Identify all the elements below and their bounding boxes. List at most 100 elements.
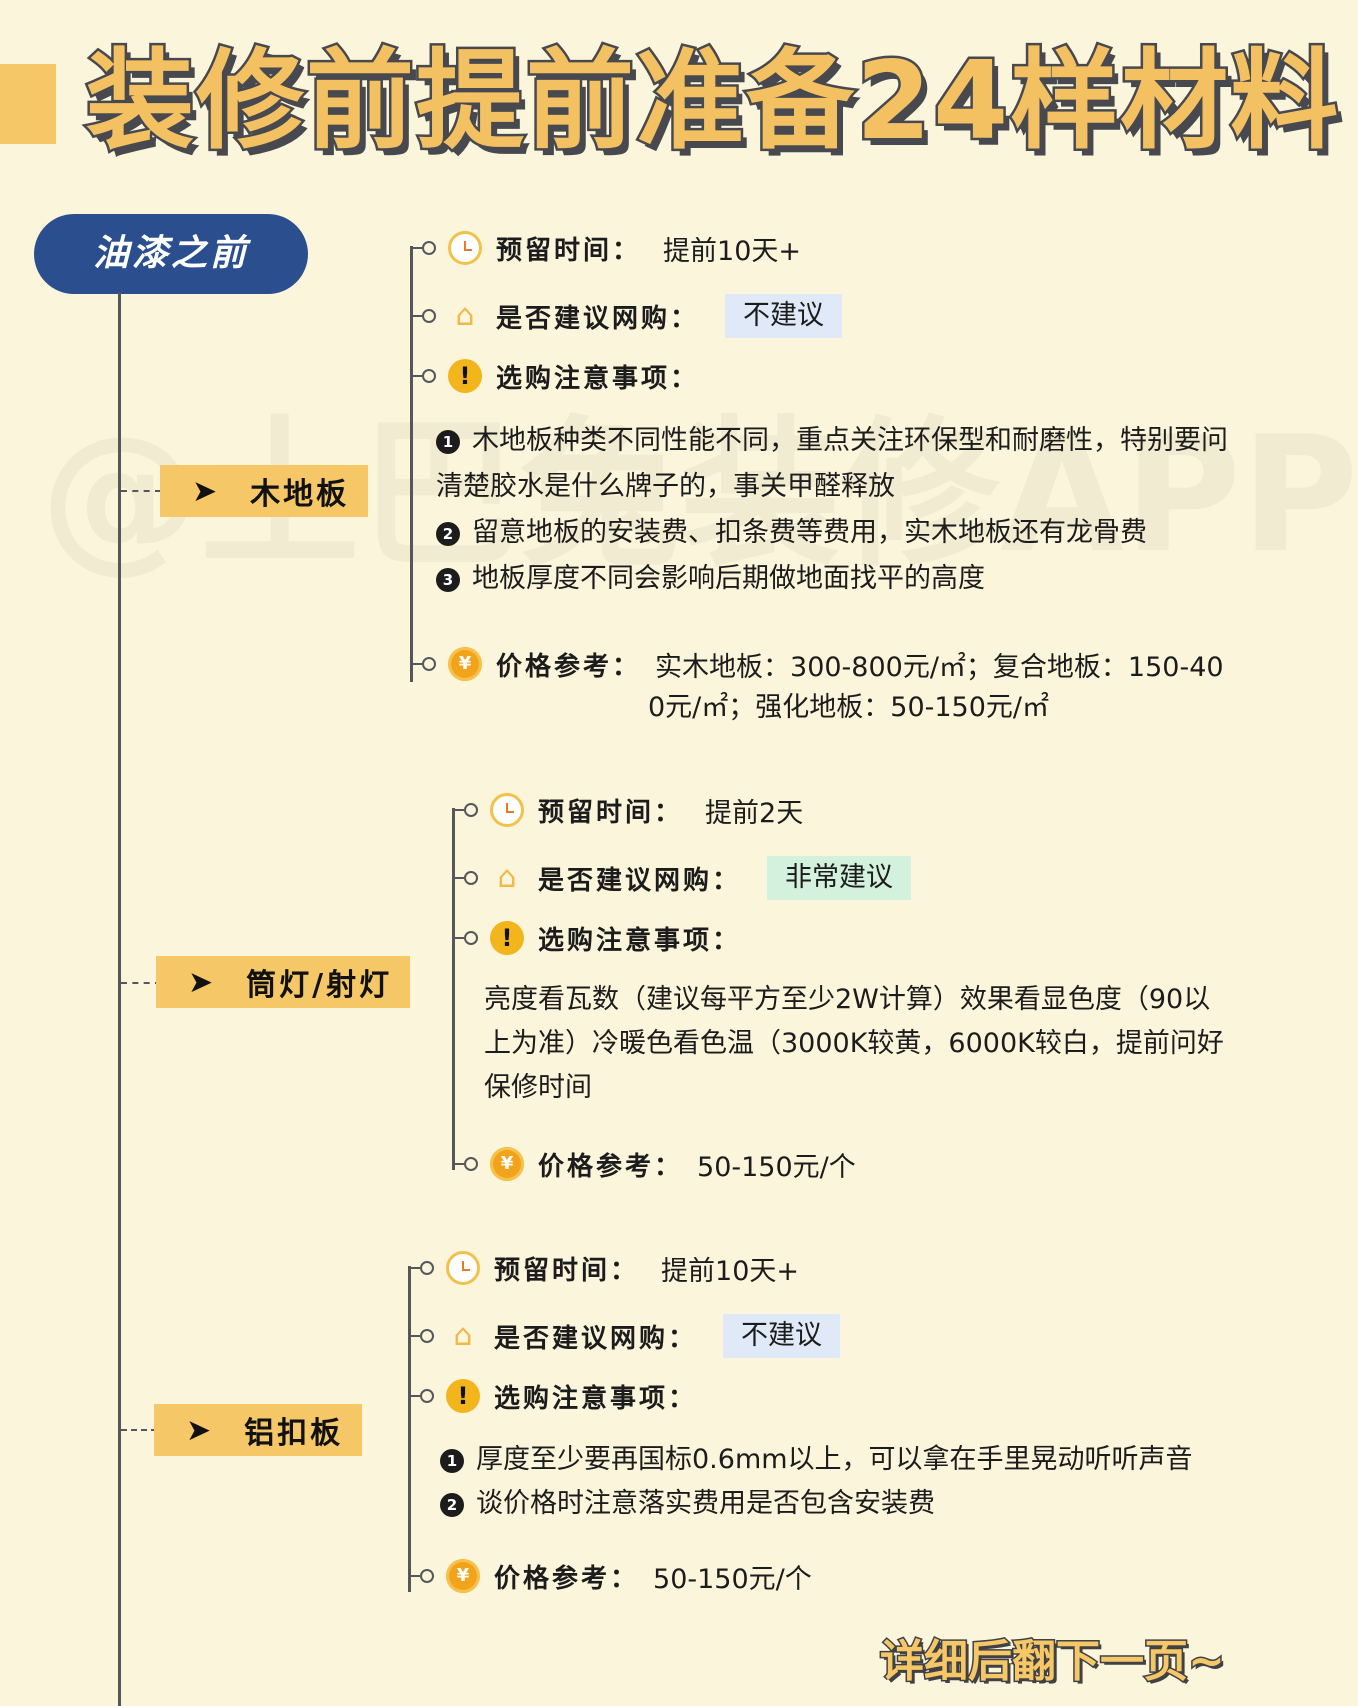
row-dot [420, 1261, 434, 1275]
item-label-downlight: ➤ 筒灯/射灯 [156, 956, 410, 1008]
row-tick [452, 877, 464, 879]
note-item: 1 厚度至少要再国标0.6mm以上，可以拿在手里晃动听听声音 [440, 1438, 1240, 1482]
numeral-badge: 1 [436, 430, 460, 454]
row-reserve: 预留时间： 提前2天 [452, 790, 803, 830]
timeline-spine [118, 292, 121, 1706]
exclamation-icon: ! [448, 359, 482, 393]
row-dot [464, 1157, 478, 1171]
yuan-coin-icon: ¥ [490, 1147, 524, 1181]
note-text: 地板厚度不同会影响后期做地面找平的高度 [472, 563, 985, 594]
price-label: 价格参考： [494, 1563, 640, 1594]
row-dot [422, 309, 436, 323]
shopping-basket-icon: ⌂ [453, 1318, 473, 1353]
connector-dashed [121, 490, 161, 492]
online-badge: 不建议 [723, 1314, 841, 1358]
online-label: 是否建议网购： [494, 1323, 698, 1354]
row-notes: ! 选购注意事项： [410, 356, 699, 396]
connector-dashed [121, 982, 161, 984]
alarm-clock-icon [446, 1251, 480, 1285]
row-dot [420, 1569, 434, 1583]
row-dot [420, 1329, 434, 1343]
reserve-label: 预留时间： [496, 235, 642, 266]
row-dot [420, 1389, 434, 1403]
row-online: ⌂ 是否建议网购： 不建议 [410, 294, 843, 338]
reserve-value: 提前10天+ [663, 235, 801, 267]
item-label-wood-floor: ➤ 木地板 [160, 465, 368, 517]
notes-paragraph: 亮度看瓦数（建议每平方至少2W计算）效果看显色度（90以 上为准）冷暖色看色温（… [484, 978, 1274, 1110]
numeral-badge: 3 [436, 568, 460, 592]
online-badge: 不建议 [725, 294, 843, 338]
notes-label: 选购注意事项： [538, 925, 742, 956]
alarm-clock-icon [490, 793, 524, 827]
notes-label: 选购注意事项： [494, 1383, 698, 1414]
row-dot [422, 369, 436, 383]
section-title: 油漆之前 [34, 214, 308, 294]
price-value: 实木地板：300-800元/㎡；复合地板：150-40 [655, 651, 1224, 683]
row-notes: ! 选购注意事项： [452, 918, 741, 958]
numeral-badge: 2 [436, 522, 460, 546]
note-text: 厚度至少要再国标0.6mm以上，可以拿在手里晃动听听声音 [476, 1444, 1193, 1475]
row-price: ¥ 价格参考： 50-150元/个 [452, 1144, 856, 1184]
connector-dashed [121, 1429, 157, 1431]
row-reserve: 预留时间： 提前10天+ [410, 228, 801, 268]
notes-label: 选购注意事项： [496, 363, 700, 394]
item-label-aluminum-panel: ➤ 铝扣板 [154, 1404, 362, 1456]
reserve-label: 预留时间： [494, 1255, 640, 1286]
price-value-continued: 0元/㎡；强化地板：50-150元/㎡ [648, 692, 1050, 723]
note-text: 留意地板的安装费、扣条费等费用，实木地板还有龙骨费 [472, 517, 1147, 548]
note-item: 3 地板厚度不同会影响后期做地面找平的高度 [436, 556, 1236, 602]
row-price: ¥ 价格参考： 实木地板：300-800元/㎡；复合地板：150-40 [410, 644, 1224, 684]
row-tick [410, 247, 422, 249]
price-label: 价格参考： [496, 651, 642, 682]
next-page-hint: 详细后翻下一页~ [879, 1635, 1227, 1689]
row-reserve: 预留时间： 提前10天+ [408, 1248, 799, 1288]
item-name: 铝扣板 [244, 1416, 344, 1451]
row-price: ¥ 价格参考： 50-150元/个 [408, 1556, 812, 1596]
item-bracket [408, 1266, 411, 1592]
price-label: 价格参考： [538, 1151, 684, 1182]
item-bracket [410, 246, 413, 682]
reserve-value: 提前2天 [705, 797, 804, 829]
page-title: 装修前提前准备24样材料 [84, 39, 1341, 164]
row-tick [408, 1575, 420, 1577]
arrow-right-icon: ➤ [186, 1412, 215, 1448]
note-item: 2 留意地板的安装费、扣条费等费用，实木地板还有龙骨费 [436, 510, 1236, 556]
row-tick [408, 1395, 420, 1397]
row-dot [464, 803, 478, 817]
row-dot [422, 657, 436, 671]
note-text: 谈价格时注意落实费用是否包含安装费 [476, 1488, 935, 1519]
arrow-right-icon: ➤ [188, 964, 217, 1000]
row-tick [452, 809, 464, 811]
numeral-badge: 1 [440, 1449, 464, 1473]
yuan-coin-icon: ¥ [446, 1559, 480, 1593]
item-bracket [452, 808, 455, 1170]
price-value: 50-150元/个 [653, 1563, 812, 1595]
online-badge: 非常建议 [767, 856, 912, 900]
online-label: 是否建议网购： [538, 865, 742, 896]
title-accent-bar [0, 64, 56, 144]
row-tick [410, 375, 422, 377]
shopping-basket-icon: ⌂ [455, 298, 475, 333]
row-online: ⌂ 是否建议网购： 不建议 [408, 1314, 841, 1358]
row-notes: ! 选购注意事项： [408, 1376, 697, 1416]
note-line: 上为准）冷暖色看色温（3000K较黄，6000K较白，提前问好 [484, 1028, 1224, 1059]
row-tick [452, 937, 464, 939]
note-line: 保修时间 [484, 1072, 592, 1103]
shopping-basket-icon: ⌂ [497, 860, 517, 895]
row-tick [410, 315, 422, 317]
arrow-right-icon: ➤ [192, 473, 221, 509]
price-value: 50-150元/个 [697, 1151, 856, 1183]
row-tick [408, 1335, 420, 1337]
reserve-label: 预留时间： [538, 797, 684, 828]
note-text: 木地板种类不同性能不同，重点关注环保型和耐磨性，特别要问清楚胶水是什么牌子的，事… [436, 425, 1228, 502]
row-tick [452, 1163, 464, 1165]
alarm-clock-icon [448, 231, 482, 265]
exclamation-icon: ! [446, 1379, 480, 1413]
item-name: 木地板 [250, 477, 350, 512]
exclamation-icon: ! [490, 921, 524, 955]
row-tick [410, 663, 422, 665]
row-dot [464, 931, 478, 945]
